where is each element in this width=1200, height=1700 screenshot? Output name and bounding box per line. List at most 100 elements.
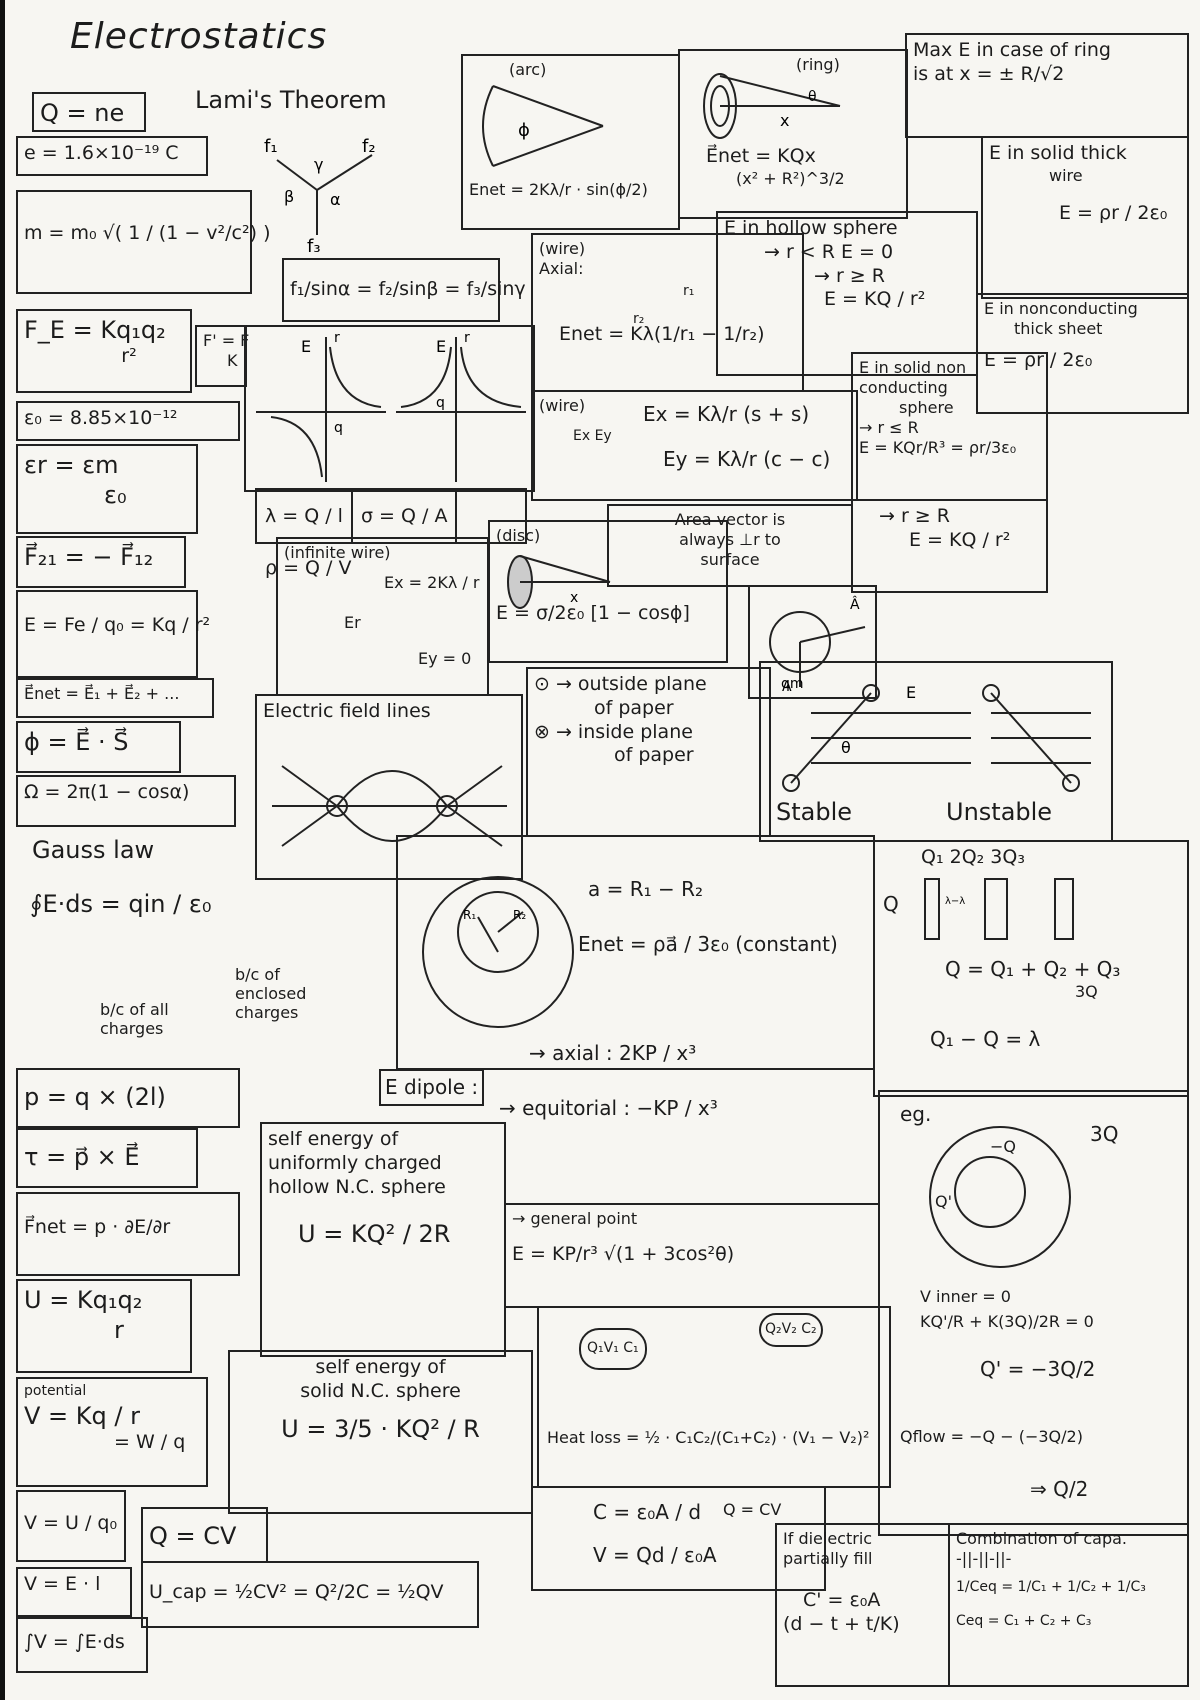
note-line: surface [700,550,760,569]
area-vector-diagram: ÂA [748,585,877,699]
dipole-field: E dipole : → axial : 2KP / x³ → equitori… [379,1041,782,1209]
formula-ey: Ey = 0 [418,649,472,668]
electric-field: E = Fe / q₀ = Kq / r² [16,590,211,678]
a-hat-label: Â [850,595,860,613]
note-line: Area vector is [674,510,786,529]
formula: E = Fe / q₀ = Kq / r² [24,614,211,636]
note-line: ⊙ → outside plane [534,673,707,695]
alpha-label: α [330,190,341,209]
formula-numerator: U = Kq₁q₂ [24,1286,143,1314]
formula: U = KQ² / 2R [298,1220,451,1249]
label: potential [24,1383,87,1399]
formula: e = 1.6×10⁻¹⁹ C [24,142,179,164]
plates-diagram: λ−λ [924,878,1074,940]
formula: Enet = Kλ(1/r₁ − 1/r₂) [559,323,765,345]
r2-label: R₂ [513,908,526,922]
formula-ey: Ey = Kλ/r (c − c) [663,447,831,471]
field-vs-distance-graph: E r q E r q [244,325,535,492]
series-symbol: -||-||-||- [956,1549,1012,1568]
electric-flux: ϕ = E⃗ · S⃗ [16,721,181,773]
note-line: E in solid non [859,358,967,377]
note-line: → r ≥ R [814,264,885,287]
stable-label: Stable [776,798,853,826]
formula: E = KQr/R³ = ρr/3ε₀ [859,438,1017,457]
q-label-2: q [436,395,445,411]
formula: Ω = 2π(1 − cosα) [24,781,190,803]
formula-denominator: r² [121,345,137,367]
formula: f₁/sinα = f₂/sinβ = f₃/sinγ [290,278,526,300]
charge-capacitance: Q = CV [141,1507,268,1563]
formula: Heat loss = ½ · C₁C₂/(C₁+C₂) · (V₁ − V₂)… [547,1428,870,1447]
formula-numerator: C' = ε₀A [803,1589,881,1611]
formula: m = m₀ √( 1 / (1 − v²/c²) ) [24,222,271,244]
note-line: conducting [859,378,948,397]
note-line: partially fill [783,1549,873,1568]
formula-denominator: (x² + R²)^3/2 [736,168,845,188]
r1-label: R₁ [463,908,476,922]
formula-total: Q = Q₁ + Q₂ + Q₃ [945,957,1121,981]
f2-label: f₂ [362,136,376,157]
r-axis-label: r [334,330,340,346]
example-label: eg. [900,1102,932,1126]
gauss-law-title: Gauss law [32,836,155,864]
formula: F⃗₂₁ = − F⃗₁₂ [24,543,154,571]
formula: p = q × (2l) [24,1083,166,1111]
e-label: E [906,683,916,702]
formula-total-b: 3Q [1075,982,1098,1001]
formula-numerator: εr = εm [24,451,119,479]
formula-diff: Q₁ − Q = λ [930,1027,1041,1051]
note-line: thick sheet [1014,319,1103,338]
formula: E = KQ / r² [909,528,1011,551]
gauss-law-equation: ∮E·ds = qin / ε₀ [30,890,212,918]
note-line: E in nonconducting [984,299,1138,318]
formula: V = Kq / r [24,1401,140,1430]
formula-numerator: F' = F [203,331,250,350]
lami-title: Lami's Theorem [195,86,387,114]
example-shell: eg. 3Q −Q Q' V inner = 0 KQ'/R + K(3Q)/2… [878,1090,1189,1536]
note-line: sphere [899,398,954,417]
equatorial-formula: → equitorial : −KP / x³ [499,1096,718,1120]
plate-charges: Q₁ 2Q₂ 3Q₃ [921,846,1025,868]
capacitor-plates: Q₁ 2Q₂ 3Q₃ λ−λ Q Q = Q₁ + Q₂ + Q₃ 3Q Q₁ … [873,840,1189,1097]
inner-charge: −Q [990,1137,1016,1156]
formula: τ = p⃗ × E⃗ [24,1143,140,1171]
page-title: Electrostatics [70,16,328,57]
disc-diagram: x [507,555,611,609]
note-line: charges [235,1003,299,1022]
page-edge [0,0,5,1700]
formula-ex: Ex = 2Kλ / r [384,573,480,592]
note-line: self energy of [268,1128,399,1150]
axes-label: Ex Ey [573,428,612,444]
formula: V = U / q₀ [24,1512,118,1534]
heat-loss: Q₁V₁ C₁ Q₂V₂ C₂ Heat loss = ½ · C₁C₂/(C₁… [537,1306,891,1488]
shell-diagram [929,1126,1071,1268]
formula: E = ρr / 2ε₀ [1059,201,1168,224]
arc-label: (arc) [509,60,547,79]
charge-quantization: Q = ne [32,92,146,132]
arc-diagram: ϕ [482,85,604,167]
formula: E = KP/r³ √(1 + 3cos²θ) [512,1243,735,1265]
note-line: charges [100,1019,164,1038]
gamma-label: γ [314,155,323,174]
r-axis-label-2: r [464,330,470,346]
qm-label: qm [781,676,804,692]
superposition: E⃗net = E⃗₁ + E⃗₂ + ... [16,678,214,718]
theta-label: θ [841,738,851,757]
note-line: → general point [512,1209,638,1228]
formula-denominator: r [114,1316,124,1344]
capacitor-energy: U_cap = ½CV² = Q²/2C = ½QV [141,1561,479,1628]
capacitor-1: Q₁V₁ C₁ [579,1328,647,1370]
r1-label: r₁ [683,283,695,299]
